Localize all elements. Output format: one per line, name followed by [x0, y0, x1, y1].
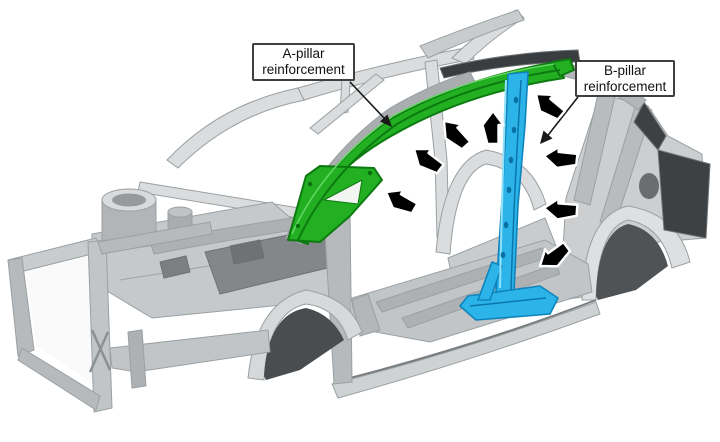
callout-a-line2: reinforcement	[262, 62, 345, 77]
callout-pointer-b-arrowhead-icon	[540, 130, 553, 144]
roof-bow	[419, 9, 525, 59]
radiator-opening	[26, 256, 96, 386]
engine-bracket-2	[159, 255, 191, 279]
quarter-access-hole	[639, 173, 659, 199]
radiator-x-brace-2	[88, 331, 110, 373]
upper-tie-bar	[97, 221, 213, 255]
b-pillar-highlight-line	[499, 79, 507, 289]
rear-end-panel	[657, 149, 711, 239]
callout-pointer-a-line	[349, 81, 386, 120]
callout-pointer-a	[349, 81, 392, 127]
b-pillar-bolt-5	[503, 221, 509, 229]
impact-arrow-midbody-upleft	[379, 181, 422, 219]
reservoir-top	[167, 206, 193, 218]
a-pillar-bolt-2	[367, 170, 373, 176]
callout-b-line2: reinforcement	[583, 78, 667, 94]
b-pillar-foot-brace	[477, 261, 503, 301]
rear-corner-brace	[633, 100, 667, 151]
callout-pointer-a-arrowhead-icon	[380, 114, 392, 127]
b-pillar-reinforcement-highlight	[459, 71, 559, 321]
a-pillar-bolt-1	[307, 181, 313, 187]
rear-wheel-arch	[581, 205, 691, 301]
rear-wheel-well	[596, 224, 668, 300]
callout-a-line1: A-pillar	[282, 46, 325, 61]
front-rail-flange	[127, 329, 147, 389]
front-structure	[7, 188, 363, 413]
b-pillar-bolt-4	[506, 186, 512, 194]
b-pillar-foot-edge	[469, 297, 547, 307]
engine-bracket-1	[229, 239, 265, 265]
callout-a-pillar: A-pillar reinforcement	[252, 43, 355, 81]
callout-pointer-b-line	[544, 96, 579, 140]
arrow-icon	[379, 181, 422, 219]
arrow-icon	[541, 144, 580, 172]
a-pillar-bolt-3	[295, 223, 301, 229]
callout-b-pillar: B-pillar reinforcement	[575, 60, 675, 97]
far-a-pillar	[166, 87, 306, 169]
front-wheel-arch	[247, 289, 363, 381]
a-pillar-gusset-hole	[323, 179, 363, 205]
front-lower-rail	[109, 329, 271, 373]
radiator-support-bottom	[17, 347, 101, 411]
callout-b-line1: B-pillar	[603, 62, 646, 78]
b-pillar-seam-line	[510, 79, 522, 291]
front-wheel-well	[264, 308, 344, 380]
b-pillar-bolt-2	[511, 126, 517, 134]
shock-tower-opening	[112, 193, 146, 207]
b-pillar-bolt-3	[508, 156, 514, 164]
a-pillar-highlight-line	[291, 63, 555, 235]
b-pillar-bolt-1	[513, 96, 519, 104]
radiator-support-right	[87, 239, 113, 413]
callout-pointer-b	[540, 96, 579, 144]
b-pillar-bolt-6	[500, 251, 506, 259]
rocker-top-edge	[333, 299, 597, 383]
radiator-support-left	[7, 257, 35, 357]
arrow-icon	[481, 109, 505, 146]
rocker-panel	[331, 301, 601, 399]
impact-arrow-roof-up	[481, 109, 505, 146]
far-windshield-brace	[309, 73, 385, 135]
impact-arrow-bpillar-upper-left	[541, 144, 580, 172]
